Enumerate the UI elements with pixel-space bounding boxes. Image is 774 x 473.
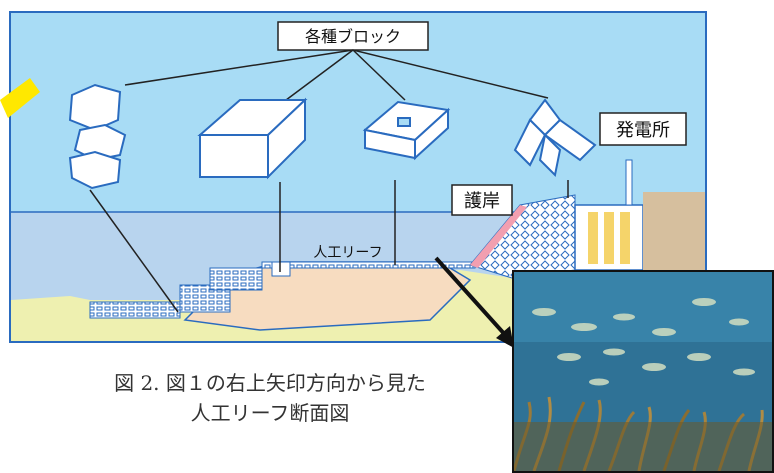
reef-top-block: [271, 261, 291, 277]
underwater-photo: [512, 270, 774, 473]
block-layer-3: [209, 267, 263, 291]
seawall-label-box: [451, 184, 513, 216]
blocks-label: 各種ブロック: [305, 27, 401, 46]
seawall-label: 護岸: [464, 191, 500, 212]
block-layer-1: [89, 301, 181, 319]
plant-chimney: [625, 159, 633, 206]
power-plant-label-box: [599, 112, 687, 146]
plant-window-3: [620, 212, 630, 264]
caption-line-1: 図 2. 図１の右上矢印方向から見た: [114, 371, 426, 395]
underwater-photo-image: [514, 272, 772, 471]
land-area: [643, 192, 705, 270]
plant-window-2: [604, 212, 614, 264]
photo-pointer-arrow-line: [434, 256, 510, 340]
figure-caption: 図 2. 図１の右上矢印方向から見た 人工リーフ断面図: [60, 368, 480, 428]
block-type-1-icon: [68, 83, 127, 190]
block-type-4-icon: [513, 98, 597, 178]
direction-arrow-yellow: [0, 78, 40, 118]
block-type-3-icon: [362, 100, 451, 161]
power-plant-label: 発電所: [616, 120, 670, 141]
reef-label: 人工リーフ: [313, 245, 382, 261]
plant-window-1: [588, 212, 598, 264]
reef-top-layer: [261, 261, 476, 269]
block-leader-lines: [89, 180, 569, 313]
caption-line-2: 人工リーフ断面図: [190, 401, 350, 425]
blocks-label-box: [277, 21, 429, 51]
fish-school: [532, 298, 755, 386]
seawall-pink-face: [470, 205, 527, 268]
block-type-2-icon: [197, 97, 308, 180]
photo-pointer-arrow-head: [496, 326, 514, 348]
